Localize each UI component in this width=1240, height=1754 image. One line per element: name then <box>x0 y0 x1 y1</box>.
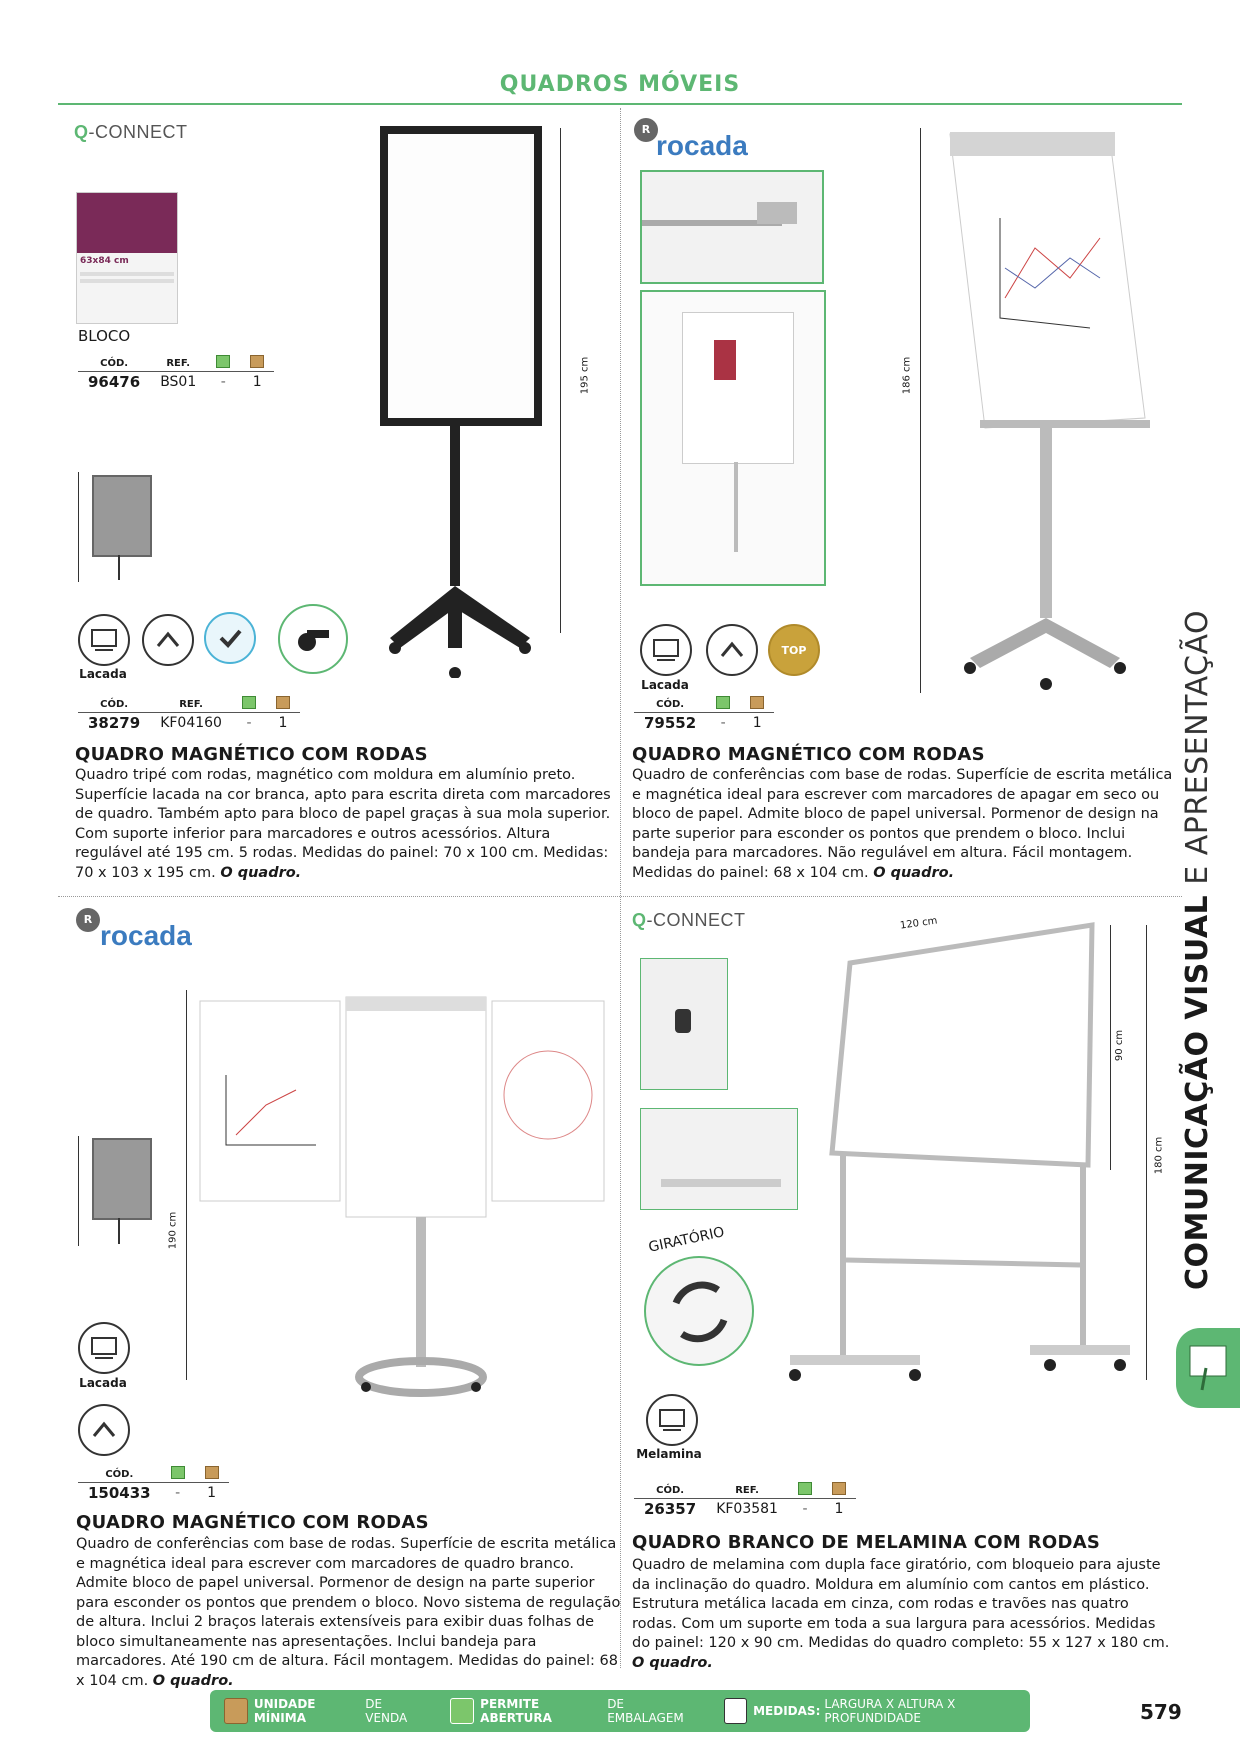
dimensions-icon <box>723 1698 748 1724</box>
magnet-icon <box>78 1404 130 1456</box>
open-pack-icon <box>216 355 231 368</box>
open-pack-icon <box>797 1482 812 1495</box>
lacada-feature-label: Lacada <box>79 1376 127 1390</box>
rocada-mark-icon: R <box>76 908 100 932</box>
box-icon <box>204 1466 219 1479</box>
product-title-p4: QUADRO BRANCO DE MELAMINA COM RODAS <box>632 1532 1101 1553</box>
open-pack-icon <box>170 1466 185 1479</box>
detail-image-bottom-p2 <box>640 290 826 586</box>
qconnect-logo: Q-CONNECT <box>632 910 746 930</box>
box-icon <box>275 696 290 709</box>
product-title-p3: QUADRO MAGNÉTICO COM RODAS <box>76 1512 429 1533</box>
wheel-detail-icon <box>278 604 348 674</box>
rocada-logo-p3: rocada <box>100 920 192 951</box>
panel-height-label-p4: 90 cm <box>1114 1029 1126 1062</box>
side-tab-icon <box>1176 1328 1240 1408</box>
product-desc-p3: Quadro de conferências com base de rodas… <box>76 1536 621 1689</box>
bloco-label: BLOCO <box>78 327 131 345</box>
box-icon <box>224 1698 248 1724</box>
lacada-feature-icon <box>78 1322 130 1374</box>
open-pack-icon <box>241 696 256 709</box>
detail-image-top-p2 <box>640 170 824 284</box>
height-label-p4: 180 cm <box>1153 1136 1165 1175</box>
rocada-mark-icon: R <box>634 118 658 142</box>
codes-table-p3: CÓD. 150433 -1 <box>78 1466 229 1503</box>
magnet-icon <box>706 624 758 676</box>
pictogram-leg <box>118 555 120 580</box>
box-icon <box>250 355 265 368</box>
section-title: QUADROS MÓVEIS <box>499 72 741 97</box>
open-pack-icon <box>716 696 731 709</box>
height-dimension-p1 <box>560 128 561 633</box>
height-dimension-p2 <box>920 128 921 693</box>
product-title-p2: QUADRO MAGNÉTICO COM RODAS <box>632 744 985 765</box>
board-pictogram <box>92 1138 152 1220</box>
open-pack-icon <box>450 1698 475 1724</box>
board-pictogram <box>92 475 152 557</box>
board-image-p2 <box>949 132 1150 690</box>
melamina-feature-label: Melamina <box>636 1447 702 1461</box>
product-desc-p2: Quadro de conferências com base de rodas… <box>632 767 1173 881</box>
height-dimension-p3 <box>186 990 187 1380</box>
panel-height-dimension-p4 <box>1110 925 1111 1170</box>
dimension-arrow <box>78 1136 79 1246</box>
melamina-feature-icon <box>646 1394 698 1446</box>
rocada-logo-p2: rocada <box>656 130 748 161</box>
board-image-p1 <box>380 126 542 678</box>
height-label-p3: 190 cm <box>167 1211 179 1250</box>
row-divider <box>58 896 1182 897</box>
bloco-packshot: 63x84 cm <box>76 192 178 324</box>
detail-image-hinge-p4 <box>640 958 728 1090</box>
page-number: 579 <box>1140 1700 1182 1724</box>
lacada-feature-icon <box>78 614 130 666</box>
height-dimension-p4 <box>1146 925 1147 1380</box>
section-side-heading: COMUNICAÇÃO VISUAL E APRESENTAÇÃO <box>1180 609 1215 1290</box>
product-desc-p1: Quadro tripé com rodas, magnético com mo… <box>75 767 611 881</box>
lacada-feature-label: Lacada <box>641 678 689 692</box>
lacada-feature-icon <box>640 624 692 676</box>
rotate-detail-icon <box>644 1256 754 1366</box>
dimension-arrow <box>78 472 79 582</box>
box-icon <box>831 1482 846 1495</box>
product-desc-p4: Quadro de melamina com dupla face girató… <box>632 1557 1170 1671</box>
board-image-p4 <box>789 922 1130 1381</box>
column-divider <box>620 108 621 1668</box>
board-image-p3 <box>199 996 605 1397</box>
product-title-p1: QUADRO MAGNÉTICO COM RODAS <box>75 744 428 765</box>
qconnect-logo: Q-CONNECT <box>74 122 188 142</box>
lacada-feature-label: Lacada <box>79 667 127 681</box>
top-badge-icon: TOP <box>768 624 820 676</box>
magnet-icon <box>142 614 194 666</box>
quality-badge-icon <box>204 612 256 664</box>
legend-dimensions: MEDIDAS:LARGURA X ALTURA X PROFUNDIDADE <box>723 1697 1030 1725</box>
codes-table-p2: CÓD. 79552 -1 <box>634 696 775 733</box>
detail-image-tray-p4 <box>640 1108 798 1210</box>
title-rule <box>58 103 1182 105</box>
box-icon <box>750 696 765 709</box>
height-label-p1: 195 cm <box>579 356 591 395</box>
pictogram-leg <box>118 1218 120 1244</box>
height-label-p2: 186 cm <box>901 356 913 395</box>
rotate-label: GIRATÓRIO <box>647 1224 726 1256</box>
